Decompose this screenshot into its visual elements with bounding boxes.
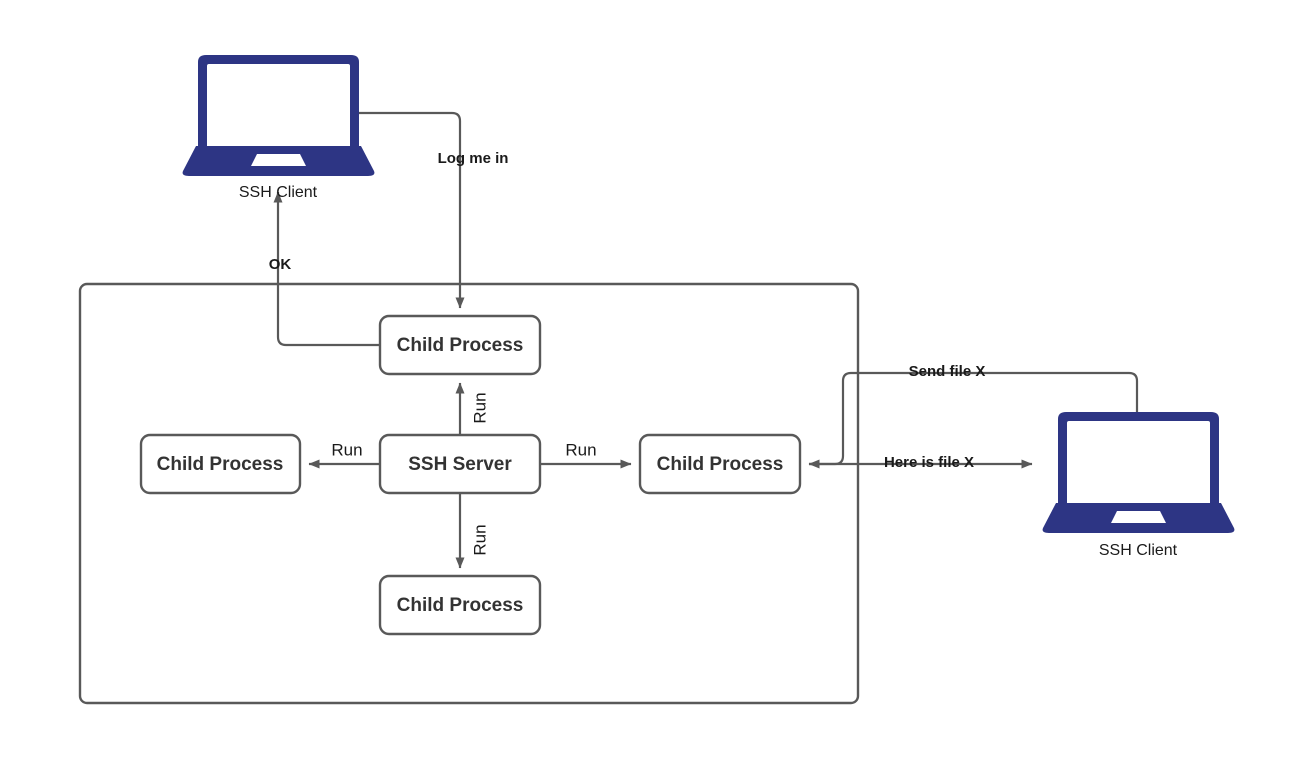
node-child-process-top[interactable]: Child Process	[378, 314, 542, 376]
edge-here-is-file-label: Here is file X	[884, 454, 974, 471]
node-child-process-left[interactable]: Child Process	[139, 433, 302, 495]
ssh-server-label: SSH Server	[408, 454, 512, 475]
edge-log-me-in-line	[355, 111, 465, 309]
edge-send-file: Send file X	[808, 363, 1139, 469]
edge-run-right-label: Run	[565, 440, 596, 459]
child-process-right-box[interactable]	[638, 433, 802, 495]
edge-run-down-label: Run	[470, 524, 489, 555]
edge-log-me-in-label: Log me in	[438, 150, 509, 167]
edge-ok: OK	[269, 191, 380, 347]
edge-run-up-label: Run	[470, 392, 489, 423]
child-process-bottom-label: Child Process	[397, 595, 524, 616]
node-ssh-server[interactable]: SSH Server	[378, 433, 542, 495]
server-boundary-container	[78, 282, 860, 705]
child-process-bottom-box[interactable]	[378, 574, 542, 636]
child-process-top-label: Child Process	[397, 335, 524, 356]
ssh-client-right-caption: SSH Client	[1099, 542, 1178, 559]
edge-run-down: Run	[455, 493, 489, 569]
edge-run-up: Run	[455, 382, 489, 435]
edge-send-file-label: Send file X	[909, 363, 986, 380]
laptop-notch-top-icon	[251, 154, 306, 166]
edge-log-me-in: Log me in	[355, 111, 509, 309]
child-process-left-label: Child Process	[157, 454, 284, 475]
node-ssh-client-top[interactable]: SSH Client	[182, 55, 375, 201]
edge-ok-line	[273, 191, 380, 347]
edge-ok-label: OK	[269, 256, 292, 273]
child-process-top-box[interactable]	[378, 314, 542, 376]
child-process-right-label: Child Process	[657, 454, 784, 475]
edge-send-file-line	[808, 371, 1139, 469]
node-ssh-client-right[interactable]: SSH Client	[1042, 412, 1235, 559]
node-child-process-right[interactable]: Child Process	[638, 433, 802, 495]
ssh-client-top-caption: SSH Client	[239, 184, 318, 201]
child-process-left-box[interactable]	[139, 433, 302, 495]
node-child-process-bottom[interactable]: Child Process	[378, 574, 542, 636]
edge-run-left: Run	[308, 440, 380, 469]
laptop-screen-inner-right-icon	[1067, 421, 1210, 505]
laptop-screen-inner-top-icon	[207, 64, 350, 148]
edge-run-left-label: Run	[331, 440, 362, 459]
edge-here-is-file: Here is file X	[809, 454, 1033, 471]
edge-run-right: Run	[540, 440, 632, 469]
ssh-server-box[interactable]	[378, 433, 542, 495]
laptop-notch-right-icon	[1111, 511, 1166, 523]
